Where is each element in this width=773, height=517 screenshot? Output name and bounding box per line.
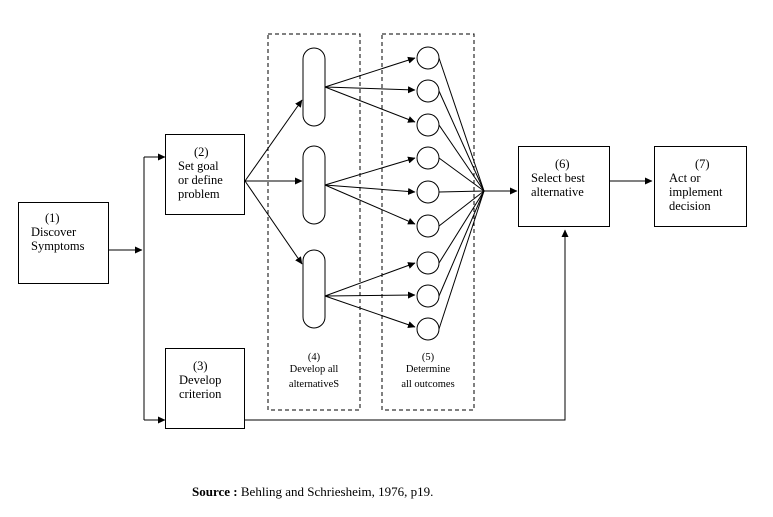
alternative-capsule-2 xyxy=(302,145,326,225)
step-3-line-1: Develop xyxy=(179,373,222,387)
source-text: Behling and Schriesheim, 1976, p19. xyxy=(240,484,434,499)
outcome-circle xyxy=(416,284,440,308)
arrow-s2-to-alt3 xyxy=(244,180,303,265)
step-6-line-1: Select best xyxy=(531,171,585,185)
alternatives-dashed-group xyxy=(267,33,361,411)
step-5-number: (5) xyxy=(421,352,435,363)
step-7-line-3: decision xyxy=(669,199,711,213)
step-5-line-1: Determine xyxy=(405,364,451,375)
outcome-circle xyxy=(416,251,440,275)
step-3-line-2: criterion xyxy=(179,387,222,401)
step-2-set-goal: (2) Set goal or define problem xyxy=(165,134,245,215)
outcome-to-convergence-lines xyxy=(438,57,485,330)
alternative-capsule-3 xyxy=(302,249,326,329)
step-1-number: (1) xyxy=(45,211,60,225)
outcome-circle xyxy=(416,180,440,204)
alternative-capsule-1 xyxy=(302,47,326,127)
source-label: Source : xyxy=(192,484,238,499)
step-1-discover-symptoms: (1) Discover Symptoms xyxy=(18,202,109,284)
step-5-line-2: all outcomes xyxy=(401,379,455,390)
step-6-select-best-alternative: (6) Select best alternative xyxy=(518,146,610,227)
step-4-develop-alternatives-label: (4) Develop all alternativeS xyxy=(270,352,358,391)
step-2-number: (2) xyxy=(194,145,209,159)
step-1-line-2: Symptoms xyxy=(31,239,85,253)
outcome-circle xyxy=(416,113,440,137)
step-7-act-implement-decision: (7) Act or implement decision xyxy=(654,146,747,227)
step-2-line-2: or define xyxy=(178,173,223,187)
step-6-number: (6) xyxy=(555,157,570,171)
step-4-number: (4) xyxy=(307,352,321,363)
step-3-develop-criterion: (3) Develop criterion xyxy=(165,348,245,429)
alt-to-outcome-arrows xyxy=(324,56,416,329)
step-7-line-1: Act or xyxy=(669,171,701,185)
step-7-line-2: implement xyxy=(669,185,723,199)
step-1-line-1: Discover xyxy=(31,225,77,239)
step-5-determine-outcomes-label: (5) Determine all outcomes xyxy=(384,352,472,391)
step-4-line-1: Develop all xyxy=(289,364,339,375)
outcome-circle xyxy=(416,146,440,170)
arrow-s2-to-alt1 xyxy=(244,99,303,182)
outcome-circle xyxy=(416,46,440,70)
step-7-number: (7) xyxy=(695,157,710,171)
outcome-circle xyxy=(416,79,440,103)
outcome-circle xyxy=(416,214,440,238)
source-caption: Source : Behling and Schriesheim, 1976, … xyxy=(192,484,433,500)
step-2-line-1: Set goal xyxy=(178,159,219,173)
step-3-number: (3) xyxy=(193,359,208,373)
step-4-line-2: alternativeS xyxy=(288,379,340,390)
outcome-circle xyxy=(416,317,440,341)
arrow-s3-to-s6 xyxy=(245,229,569,421)
step-6-line-2: alternative xyxy=(531,185,584,199)
outcome-circles xyxy=(416,46,440,341)
step-2-line-3: problem xyxy=(178,187,220,201)
